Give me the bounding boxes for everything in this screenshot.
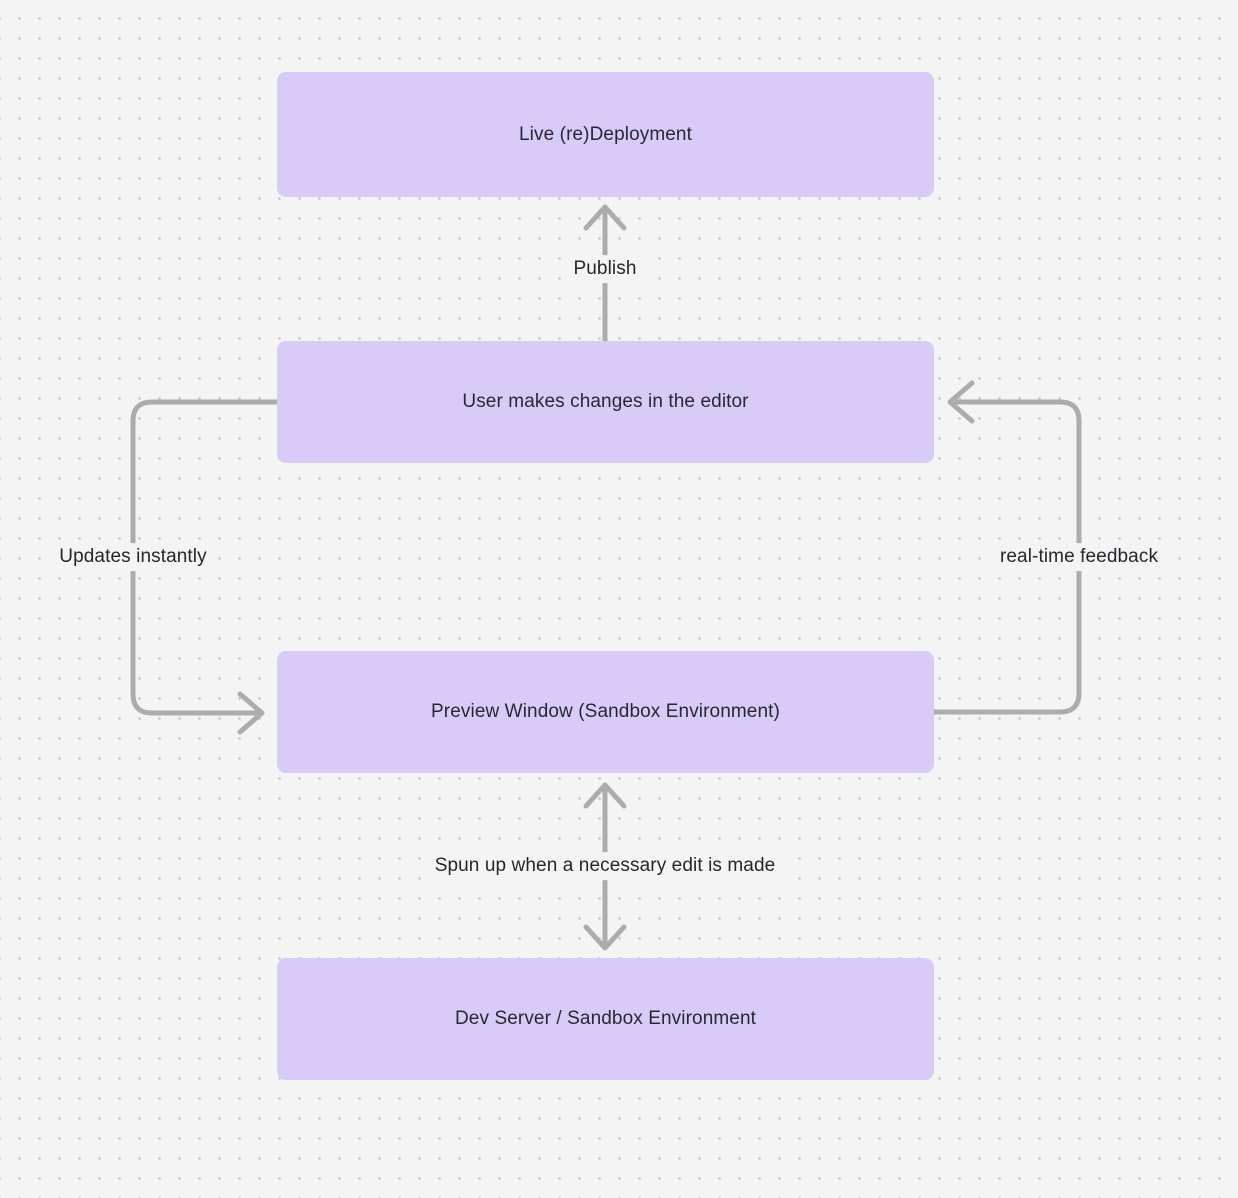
node-label: Dev Server / Sandbox Environment bbox=[454, 1008, 756, 1029]
node-dev-server[interactable]: Dev Server / Sandbox Environment bbox=[277, 958, 934, 1080]
arrowhead-right-updates bbox=[237, 691, 265, 735]
node-label: Preview Window (Sandbox Environment) bbox=[431, 701, 780, 722]
node-user-edits[interactable]: User makes changes in the editor bbox=[277, 341, 934, 463]
edge-label-spun-up: Spun up when a necessary edit is made bbox=[427, 852, 783, 880]
arrowhead-up-spunup bbox=[583, 782, 627, 809]
arrowhead-down-spunup bbox=[583, 924, 627, 951]
edge-label-publish: Publish bbox=[566, 255, 644, 283]
node-label: Live (re)Deployment bbox=[519, 123, 692, 145]
arrowhead-up-publish bbox=[583, 204, 627, 231]
node-label: User makes changes in the editor bbox=[462, 391, 749, 412]
node-live-deployment[interactable]: Live (re)Deployment bbox=[277, 72, 934, 197]
arrowhead-left-feedback bbox=[947, 380, 975, 424]
edge-label-real-time-feedback: real-time feedback bbox=[992, 543, 1166, 571]
edge-label-updates-instantly: Updates instantly bbox=[52, 543, 214, 571]
node-preview-window[interactable]: Preview Window (Sandbox Environment) bbox=[277, 651, 934, 773]
